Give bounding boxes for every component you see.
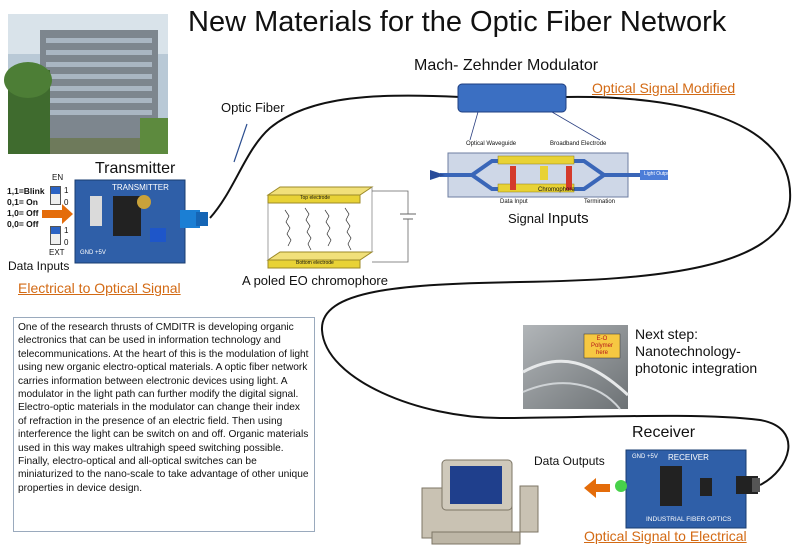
- building-photo: [4, 14, 168, 154]
- data-input-label: Data Input: [500, 199, 528, 205]
- transmitter-gnd-label: GND +5V: [80, 250, 106, 256]
- eo-polymer-label: E-O Polymer here: [590, 336, 613, 356]
- bottom-electrode-label: Bottom electrode: [296, 260, 334, 266]
- ext-switch-knob: [51, 227, 60, 234]
- optical-signal-modified-link[interactable]: Optical Signal Modified: [592, 80, 736, 96]
- poled-eo-label: A poled EO chromophore: [242, 273, 388, 288]
- page-title: New Materials for the Optic Fiber Networ…: [188, 6, 727, 38]
- transmitter-board: [74, 179, 208, 264]
- ext-switch-1: 1: [64, 226, 69, 235]
- termination-label: Termination: [584, 199, 616, 205]
- receiver-gnd-label: GND +5V: [632, 454, 658, 460]
- receiver-footer-label: INDUSTRIAL FIBER OPTICS: [646, 516, 732, 523]
- input-arrow: [42, 204, 73, 224]
- ext-switch[interactable]: [50, 226, 61, 245]
- ext-switch-0: 0: [64, 238, 69, 247]
- en-label: EN: [52, 173, 64, 182]
- optic-fiber-pointer: [233, 123, 248, 163]
- transmitter-label: Transmitter: [95, 160, 176, 177]
- ext-label: EXT: [49, 248, 65, 257]
- top-electrode-label: Top electrode: [300, 195, 331, 201]
- transmitter-board-label: TRANSMITTER: [112, 183, 169, 192]
- mach-zehnder-box: [457, 83, 567, 113]
- en-switch-1: 1: [64, 186, 69, 195]
- en-switch[interactable]: [50, 186, 61, 205]
- optic-fiber-path-2: [320, 95, 792, 486]
- data-outputs-label: Data Outputs: [534, 454, 605, 468]
- switch-legend: 1,1=Blink 0,1= On 1,0= Off 0,0= Off: [7, 186, 45, 229]
- electrical-to-optical-link[interactable]: Electrical to Optical Signal: [18, 280, 181, 296]
- signal-inputs-label: Signal Inputs: [508, 210, 589, 227]
- data-inputs-label: Data Inputs: [8, 259, 70, 273]
- en-switch-0: 0: [64, 198, 69, 207]
- optical-waveguide-label: Optical Waveguide: [466, 141, 517, 147]
- microscope-image: [522, 325, 630, 410]
- receiver-board-label: RECEIVER: [668, 453, 709, 462]
- modulator-schematic: [430, 152, 668, 198]
- en-switch-knob: [51, 187, 60, 194]
- chromophore-label: Chromophore: [538, 187, 575, 193]
- mach-zehnder-label: Mach- Zehnder Modulator: [414, 57, 599, 74]
- optical-to-electrical-link[interactable]: Optical Signal to Electrical: [584, 528, 747, 544]
- chromophore-diagram: [266, 186, 416, 269]
- receiver-board: [615, 449, 760, 529]
- broadband-electrode-label: Broadband Electrode: [550, 141, 607, 147]
- optic-fiber-path: [209, 94, 461, 219]
- receiver-label: Receiver: [632, 424, 696, 441]
- optic-fiber-label: Optic Fiber: [221, 100, 285, 115]
- description-box: One of the research thrusts of CMDITR is…: [13, 317, 315, 532]
- light-output-label: Light Output: [644, 171, 672, 177]
- computer-illustration: [421, 459, 539, 545]
- output-arrow: [584, 478, 610, 498]
- next-step-label: Next step: Nanotechnology-photonic integ…: [635, 326, 758, 376]
